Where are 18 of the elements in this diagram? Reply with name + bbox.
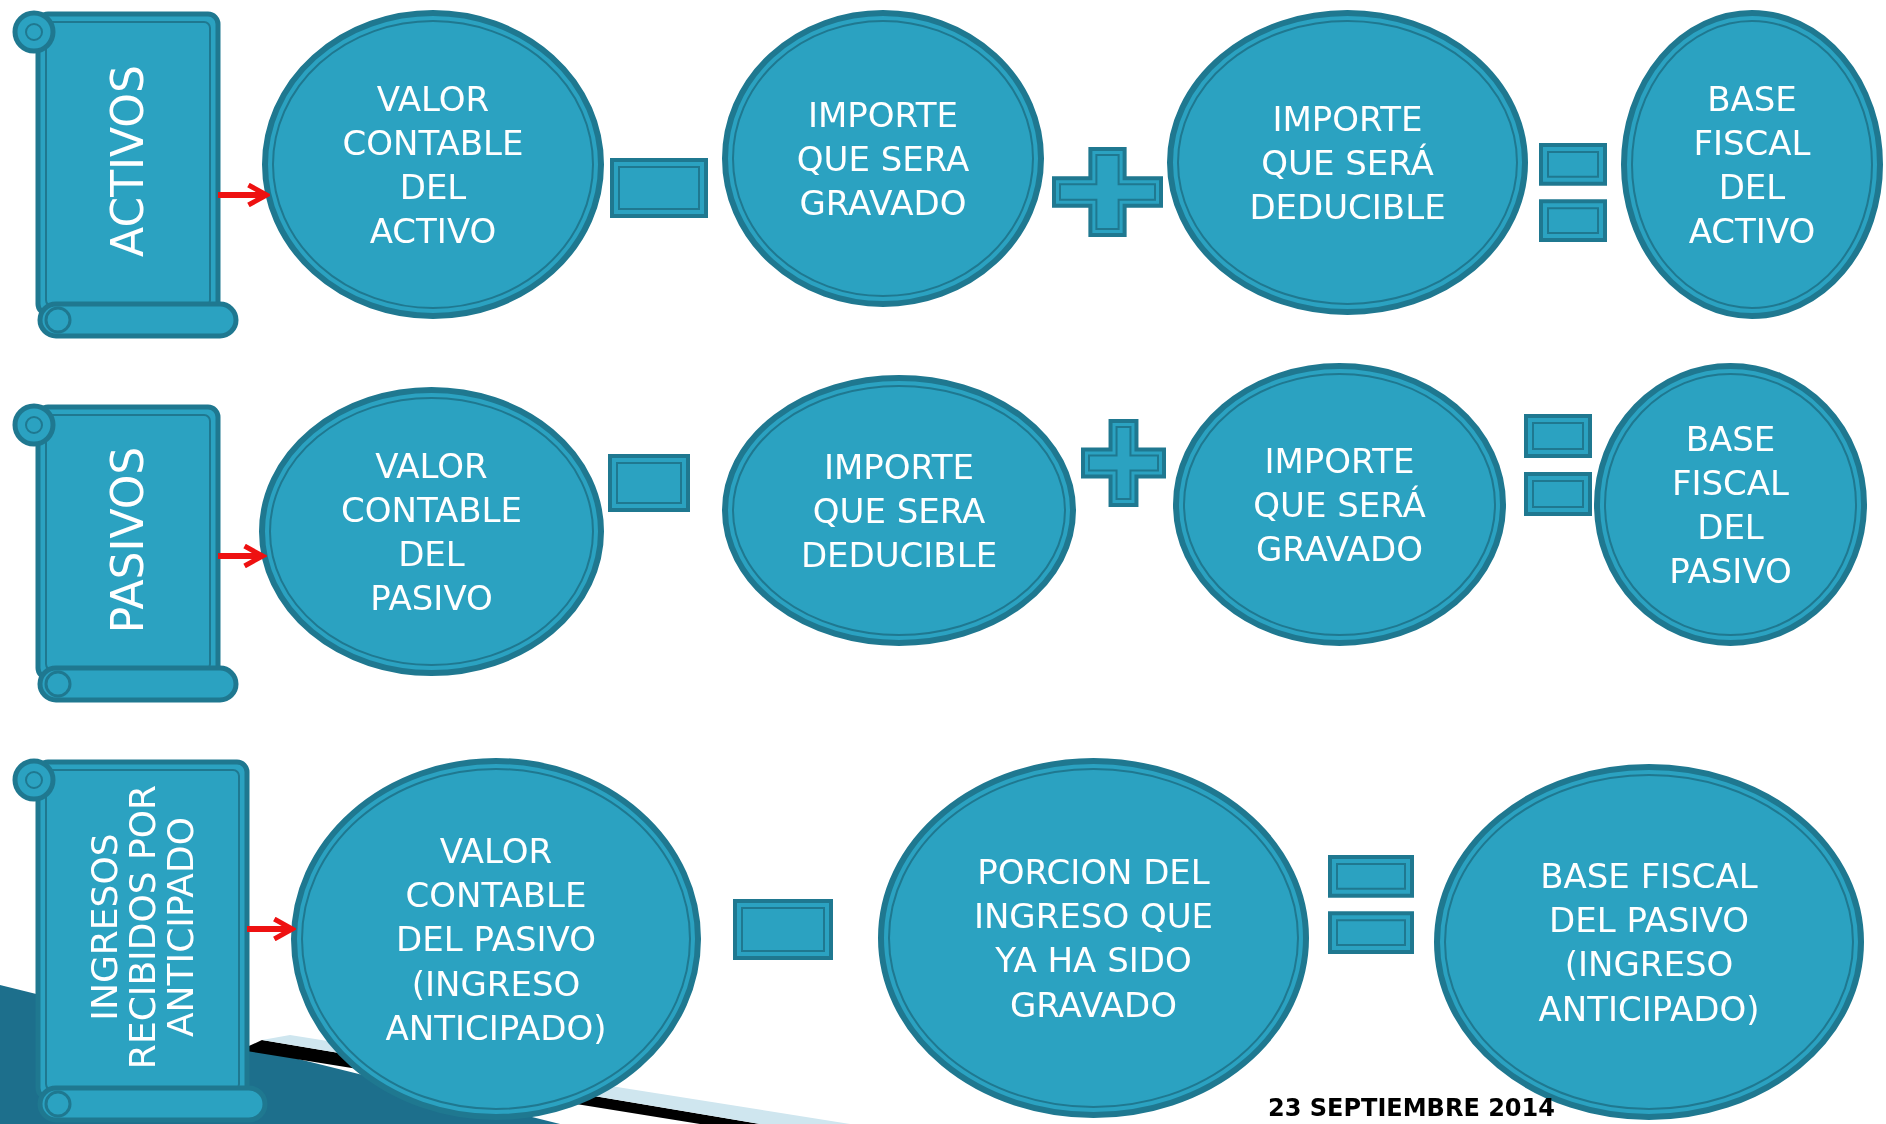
section-title: ACTIVOS	[104, 64, 152, 259]
ellipse-text: BASE FISCAL DEL ACTIVO	[1687, 77, 1817, 253]
ellipse-text: IMPORTE QUE SERA GRAVADO	[795, 93, 971, 225]
ellipse-text: VALOR CONTABLE DEL PASIVO (INGRESO ANTICIPADO)	[384, 829, 608, 1050]
ellipse-text: BASE FISCAL DEL PASIVO	[1668, 417, 1793, 593]
ellipse-text: BASE FISCAL DEL PASIVO (INGRESO ANTICIPADO)	[1537, 854, 1761, 1031]
ellipse-text: IMPORTE QUE SERA DEDUCIBLE	[799, 445, 999, 577]
section-title: INGRESOS RECIBIDOS POR ANTICIPADO	[85, 783, 200, 1072]
arrow	[218, 543, 266, 569]
ellipse-text: VALOR CONTABLE DEL PASIVO	[339, 444, 524, 620]
section-title: PASIVOS	[104, 445, 152, 635]
ellipse-text: IMPORTE QUE SERÁ DEDUCIBLE	[1248, 97, 1447, 229]
footer-date: 23 SEPTIEMBRE 2014	[1268, 1094, 1555, 1122]
ellipse-text: PORCION DEL INGRESO QUE YA HA SIDO GRAVADO	[972, 850, 1215, 1027]
ellipse-text: IMPORTE QUE SERÁ GRAVADO	[1252, 439, 1427, 571]
ellipse-text: VALOR CONTABLE DEL ACTIVO	[341, 77, 525, 253]
arrow	[247, 916, 295, 942]
arrow	[218, 182, 269, 208]
